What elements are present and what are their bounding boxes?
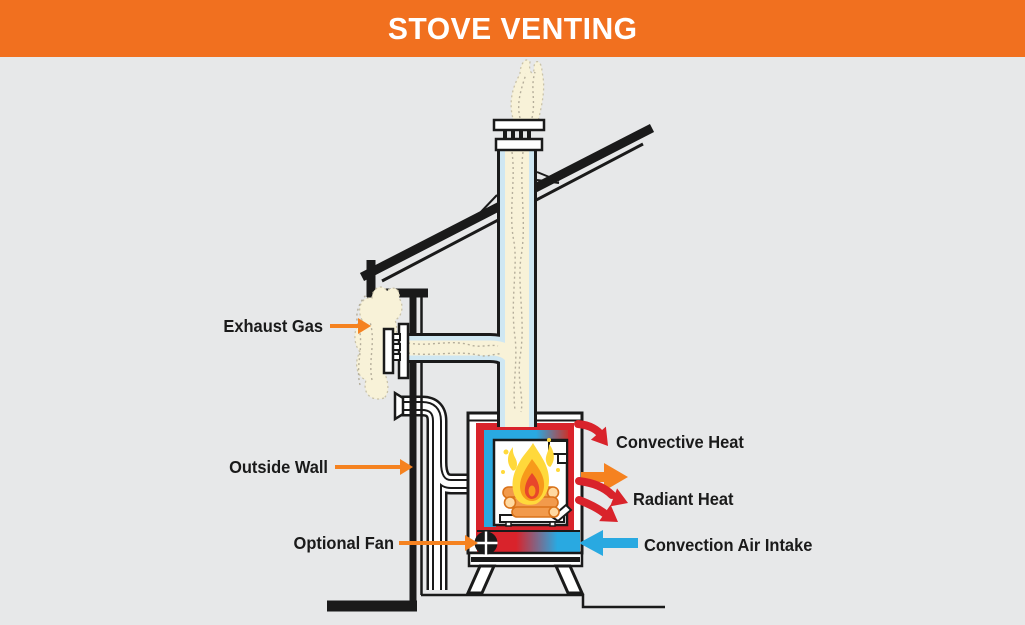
convective-heat-arrow [574,420,608,446]
vent-pipes [402,146,537,427]
fan-icon [474,531,498,555]
label-convective-heat: Convective Heat [616,433,744,453]
wood-stove [465,411,585,595]
label-outside-wall: Outside Wall [229,458,328,478]
label-radiant-heat: Radiant Heat [633,490,734,510]
chimney-cap [492,118,546,152]
label-optional-fan: Optional Fan [294,534,394,554]
exhaust-gas-arrow [330,318,371,334]
outside-air-duct [393,390,472,590]
page-title: STOVE VENTING [387,10,638,46]
title-banner: STOVE VENTING [0,0,1025,57]
firebox [492,438,573,527]
convection-air-intake-arrow [579,530,638,556]
chimney-smoke-plume [510,59,545,123]
chimney-brace [477,171,560,217]
stove-leg [553,564,585,595]
label-exhaust-gas: Exhaust Gas [223,317,323,337]
wall-vent-cap [382,322,410,380]
radiant-heat-ray-arrow [581,463,628,491]
floor-line [421,593,665,609]
label-convection-air-intake: Convection Air Intake [644,536,812,556]
optional-fan-arrow [399,535,478,551]
flame [501,438,560,505]
convection-channel-bottom [477,531,580,553]
radiant-heat-arrows [575,477,628,522]
outside-wall-arrow [335,459,413,475]
stove-leg [465,564,497,595]
